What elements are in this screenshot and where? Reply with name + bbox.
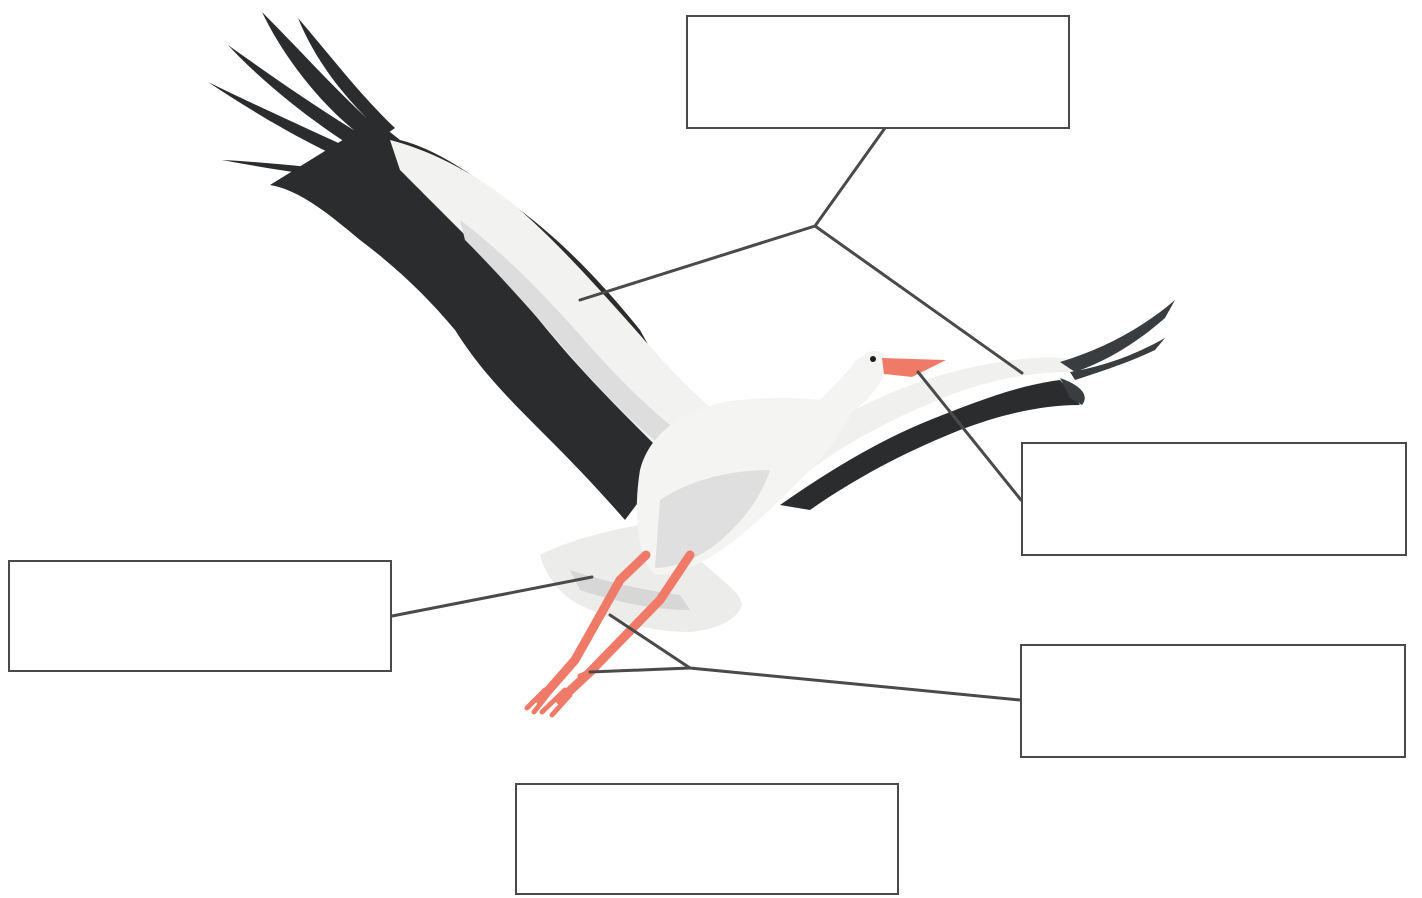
label-box-tail[interactable] [8,560,392,672]
left-wing [208,12,725,520]
leader-line-tail [392,577,592,616]
left-wing-flight-feathers [270,120,690,520]
beak [882,358,946,377]
leader-line-wings-right [815,226,1022,373]
right-wing-primaries [1060,300,1175,405]
label-box-wing[interactable] [686,15,1070,129]
leader-line-feet [590,668,690,672]
label-box-unconnected[interactable] [515,783,899,895]
label-box-legs[interactable] [1020,644,1406,758]
eye [870,356,876,362]
leader-line-wings [580,128,885,300]
label-box-beak[interactable] [1021,442,1407,556]
